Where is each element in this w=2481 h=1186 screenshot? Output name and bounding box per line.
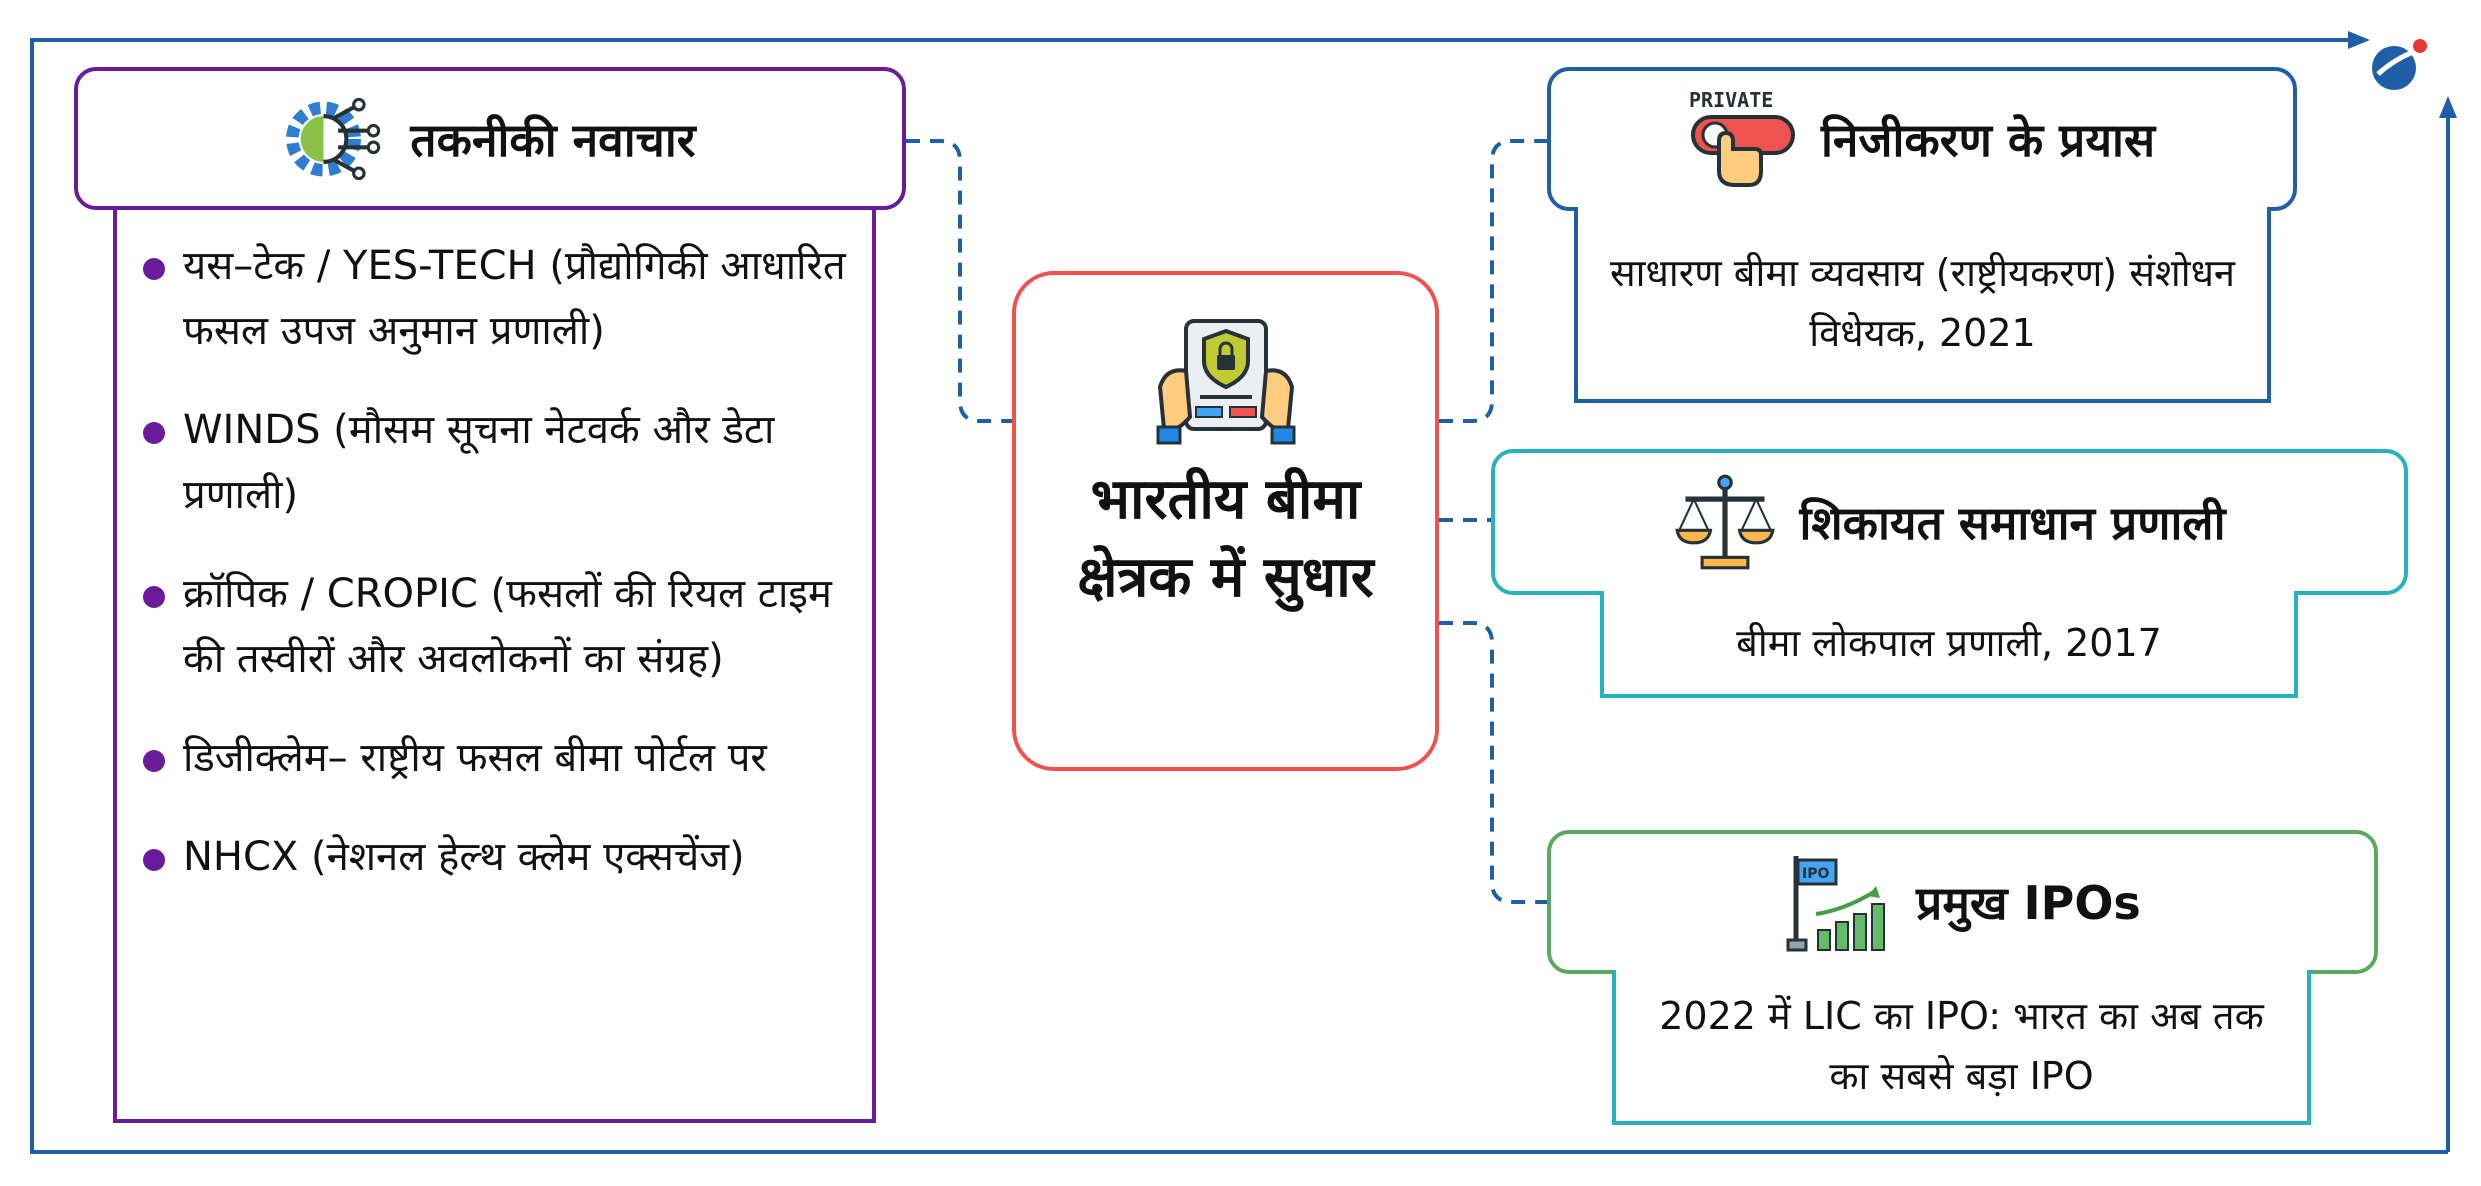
tech-innovation-title: तकनीकी नवाचार [410, 112, 696, 167]
bullet-icon [143, 849, 165, 871]
grievance-detail: बीमा लोकपाल प्रणाली, 2017 [1736, 620, 2162, 665]
grievance-header: शिकायत समाधान प्रणाली [1491, 449, 2408, 595]
brand-logo-icon [2368, 36, 2438, 100]
privatisation-detail: साधारण बीमा व्यवसाय (राष्ट्रीयकरण) संशोध… [1609, 251, 2236, 355]
list-item-text: WINDS (मौसम सूचना नेटवर्क और डेटा प्रणाल… [183, 407, 775, 518]
privatisation-title: निजीकरण के प्रयास [1820, 113, 2156, 167]
outer-frame [30, 38, 2448, 1154]
tech-innovation-list: यस–टेक / YES-TECH (प्रौद्योगिकी आधारित फ… [113, 206, 876, 1123]
ipo-detail: 2022 में LIC का IPO: भारत का अब तक का सब… [1659, 993, 2264, 1098]
privatisation-header: PRIVATE निजीकरण के प्रयास [1547, 67, 2297, 211]
insurance-document-icon [1156, 319, 1295, 445]
connector-tech [906, 139, 1012, 423]
frame-arrow-top [2348, 31, 2370, 49]
connector-ipo [1439, 621, 1547, 904]
connector-private [1439, 139, 1547, 423]
bullet-icon [143, 750, 165, 772]
list-item: क्रॉपिक / CROPIC (फसलों की रियल टाइम की … [139, 562, 852, 692]
ipo-title: प्रमुख IPOs [1916, 876, 2141, 930]
tech-innovation-header: तकनीकी नवाचार [74, 67, 906, 210]
privatisation-detail-box: साधारण बीमा व्यवसाय (राष्ट्रीयकरण) संशोध… [1574, 207, 2271, 403]
list-item-text: यस–टेक / YES-TECH (प्रौद्योगिकी आधारित फ… [183, 243, 846, 354]
list-item: NHCX (नेशनल हेल्थ क्लेम एक्सचेंज) [139, 825, 852, 890]
list-item: यस–टेक / YES-TECH (प्रौद्योगिकी आधारित फ… [139, 234, 852, 364]
bullet-icon [143, 258, 165, 280]
private-button-icon: PRIVATE [1689, 89, 1795, 187]
list-item: WINDS (मौसम सूचना नेटवर्क और डेटा प्रणाल… [139, 398, 852, 528]
list-item: डिजीक्लेम– राष्ट्रीय फसल बीमा पोर्टल पर [139, 726, 852, 791]
grievance-detail-box: बीमा लोकपाल प्रणाली, 2017 [1600, 591, 2298, 698]
central-topic: भारतीय बीमा क्षेत्रक में सुधार [1012, 271, 1439, 771]
bullet-icon [143, 422, 165, 444]
private-icon-label: PRIVATE [1689, 89, 1773, 112]
frame-arrow-up [2439, 96, 2457, 118]
ipo-detail-box: 2022 में LIC का IPO: भारत का अब तक का सब… [1612, 970, 2311, 1125]
central-title: भारतीय बीमा क्षेत्रक में सुधार [1077, 467, 1374, 610]
list-item-text: NHCX (नेशनल हेल्थ क्लेम एक्सचेंज) [183, 834, 745, 880]
bullet-icon [143, 586, 165, 608]
ipo-icon-label: IPO [1802, 866, 1829, 882]
scales-icon [1675, 474, 1776, 570]
ipo-growth-icon: IPO [1786, 856, 1886, 952]
list-item-text: क्रॉपिक / CROPIC (फसलों की रियल टाइम की … [183, 571, 832, 682]
list-item-text: डिजीक्लेम– राष्ट्रीय फसल बीमा पोर्टल पर [183, 735, 767, 781]
ipo-header: IPO प्रमुख IPOs [1547, 830, 2378, 974]
grievance-title: शिकायत समाधान प्रणाली [1799, 496, 2226, 550]
gear-circuit-icon [286, 97, 381, 180]
